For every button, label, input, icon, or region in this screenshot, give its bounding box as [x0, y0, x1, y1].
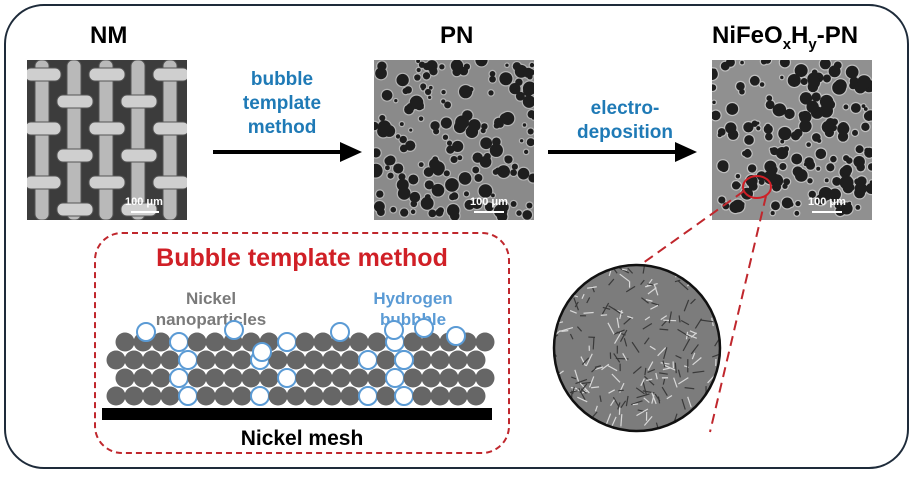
title-pn: PN [440, 22, 474, 49]
scale-label-pn: 100 μm [470, 196, 508, 208]
coated-porous-surface-graphic [712, 60, 872, 220]
sem-image-nifeoxhy-pn: 100 μm [712, 60, 872, 220]
outer-frame [4, 4, 909, 469]
inset-title: Bubble template method [156, 244, 448, 272]
step-label-electrodeposition: electro- deposition [576, 98, 674, 143]
scale-bar-nm [131, 211, 159, 213]
sem-image-nickel-mesh: 100 μm [27, 60, 187, 220]
title-nm: NM [90, 22, 128, 49]
scale-label-nm: 100 μm [125, 196, 163, 208]
scale-label-final: 100 μm [808, 196, 846, 208]
scale-bar-pn [474, 211, 504, 213]
sem-image-porous-nickel: 100 μm [374, 60, 534, 220]
title-nifeoxhy-pn: NiFeOxHy-PN [712, 22, 859, 53]
zoomed-nanosheet-view [552, 263, 722, 433]
scale-bar-final [812, 211, 842, 213]
particle-schematic [101, 317, 494, 420]
label-nickel-mesh: Nickel mesh [240, 427, 364, 450]
porous-surface-graphic [374, 60, 534, 220]
bubble-template-inset: Bubble template method Nickel nanopartic… [94, 232, 510, 454]
step-label-bubble-template: bubble template method [242, 69, 322, 138]
woven-mesh-graphic [27, 60, 187, 220]
nickel-mesh-substrate [101, 407, 492, 420]
